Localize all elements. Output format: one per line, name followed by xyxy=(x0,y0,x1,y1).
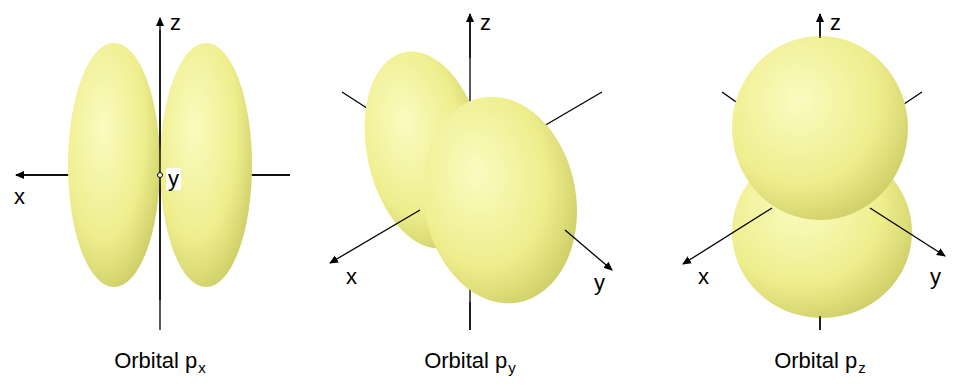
caption-subscript: x xyxy=(198,360,206,375)
axis-label: x xyxy=(698,266,709,288)
caption-text: Orbital p xyxy=(114,350,197,372)
axis-label: z xyxy=(170,12,181,34)
py-orbital xyxy=(330,14,612,330)
axis-label: x xyxy=(346,266,357,288)
axis-label: y xyxy=(930,266,941,288)
caption-text: Orbital p xyxy=(774,350,857,372)
axis-label: x xyxy=(14,186,25,208)
axis-label: y xyxy=(166,168,181,190)
caption-subscript: y xyxy=(508,360,516,375)
orbital-caption: Orbital py xyxy=(424,350,516,372)
axis-label: z xyxy=(480,12,491,34)
orbital-caption: Orbital pz xyxy=(774,350,866,372)
caption-text: Orbital p xyxy=(424,350,507,372)
caption-subscript: z xyxy=(858,360,866,375)
px-orbital xyxy=(16,18,290,330)
axis-label: z xyxy=(830,12,841,34)
pz-orbital xyxy=(683,14,945,330)
axis-label: y xyxy=(594,272,605,294)
orbital-caption: Orbital px xyxy=(114,350,206,372)
